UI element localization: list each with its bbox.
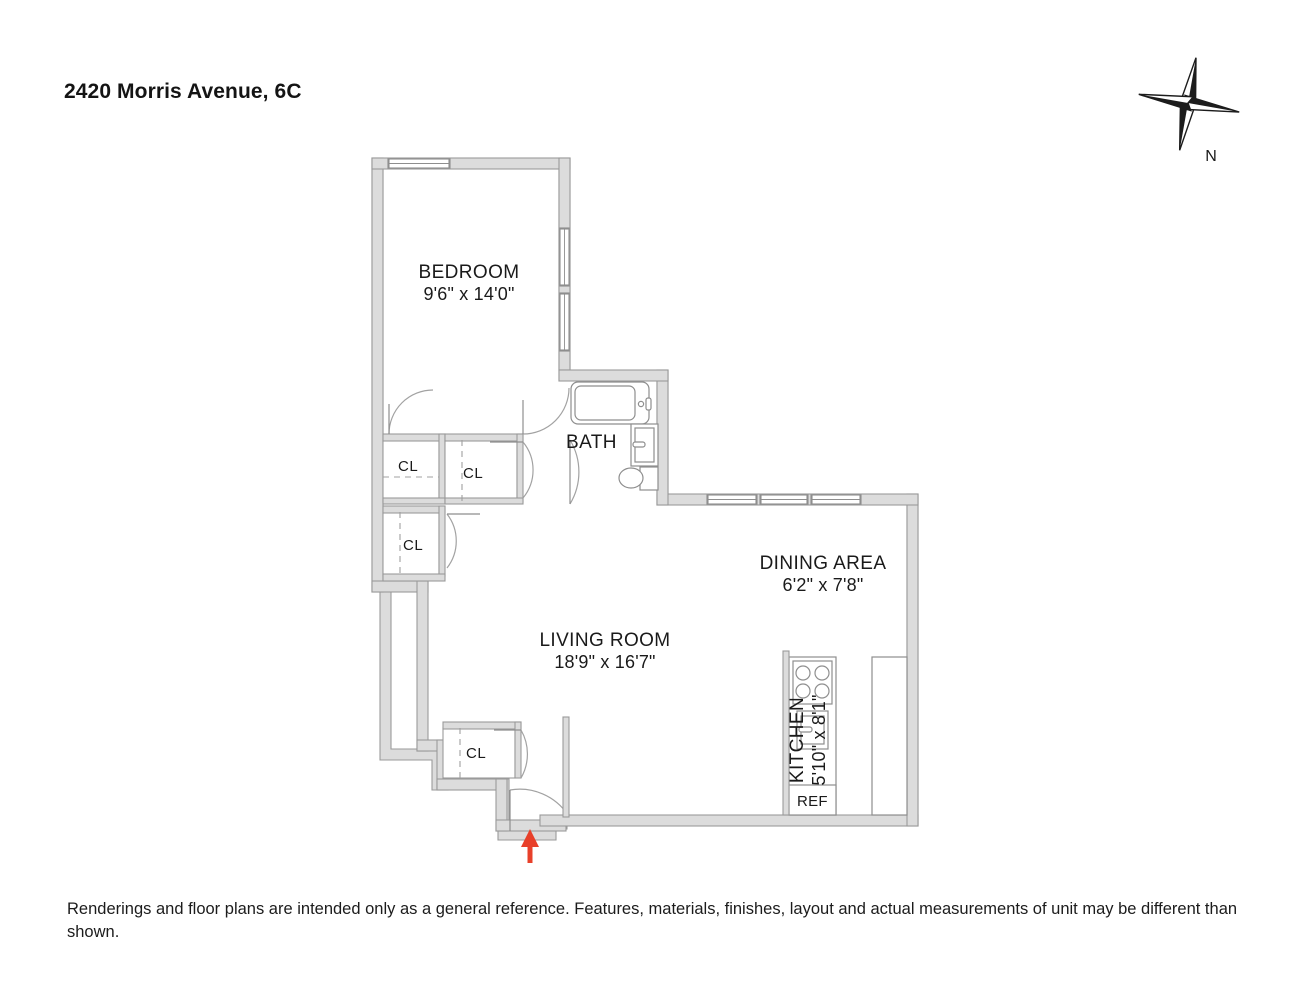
floor-plan-drawing: .wall { fill:#dcdcdc; stroke:#9a9a9a; st…: [371, 157, 919, 863]
compass-north-label: N: [1205, 148, 1217, 165]
closet-label-3: CL: [403, 537, 424, 554]
window-bedroom-right-upper: [559, 227, 570, 287]
toilet-icon: [618, 467, 644, 489]
window-dining-1: [706, 494, 758, 505]
door-swing-bedroom-closet: [388, 389, 434, 435]
closet-label-4: CL: [466, 745, 487, 762]
closet-3: [382, 505, 446, 582]
door-swing-entry: [509, 788, 569, 816]
room-label-bedroom: BEDROOM 9'6" x 14'0": [324, 261, 614, 306]
compass-rose: N: [1136, 55, 1246, 180]
page-title: 2420 Morris Avenue, 6C: [64, 80, 302, 103]
door-swing-closet-2: [522, 441, 534, 499]
kitchen-counter-right: [871, 656, 908, 816]
kitchen-partition: [782, 650, 790, 816]
door-swing-bath: [569, 439, 580, 505]
room-label-dining: DINING AREA 6'2" x 7'8": [678, 552, 968, 597]
room-label-bath: BATH: [566, 432, 617, 453]
closet-label-2: CL: [463, 465, 484, 482]
closet-label-1: CL: [398, 458, 419, 475]
door-swing-bedroom: [522, 387, 570, 435]
closet-4: [442, 721, 522, 779]
kitchen-fixtures: [782, 650, 908, 816]
window-dining-3: [810, 494, 862, 505]
window-dining-2: [759, 494, 809, 505]
compass-star-icon: [1138, 57, 1240, 151]
window-bedroom-top: [387, 158, 451, 169]
closet-1: [382, 433, 446, 505]
living-name: LIVING ROOM: [539, 630, 671, 651]
bedroom-dimensions: 9'6" x 14'0": [423, 284, 515, 305]
disclaimer-text: Renderings and floor plans are intended …: [67, 900, 1238, 942]
bathroom-fixtures: [570, 381, 659, 491]
window-bedroom-right-lower: [559, 292, 570, 352]
bedroom-name: BEDROOM: [418, 262, 520, 283]
refrigerator-icon: [788, 784, 837, 816]
room-label-living: LIVING ROOM 18'9" x 16'7": [460, 629, 750, 674]
bathtub-icon: [570, 381, 650, 425]
dining-dimensions: 6'2" x 7'8": [782, 575, 864, 596]
closet-2: [444, 433, 524, 505]
entry-arrow-icon: [521, 829, 539, 863]
living-dimensions: 18'9" x 16'7": [554, 652, 656, 673]
living-partition: [562, 716, 570, 818]
dining-name: DINING AREA: [759, 553, 887, 574]
door-swing-closet-3: [446, 513, 457, 569]
floor-plan-svg: .wall { fill:#dcdcdc; stroke:#9a9a9a; st…: [371, 157, 919, 863]
door-swing-closet-4: [520, 729, 528, 779]
refrigerator-label: REF: [797, 793, 828, 810]
